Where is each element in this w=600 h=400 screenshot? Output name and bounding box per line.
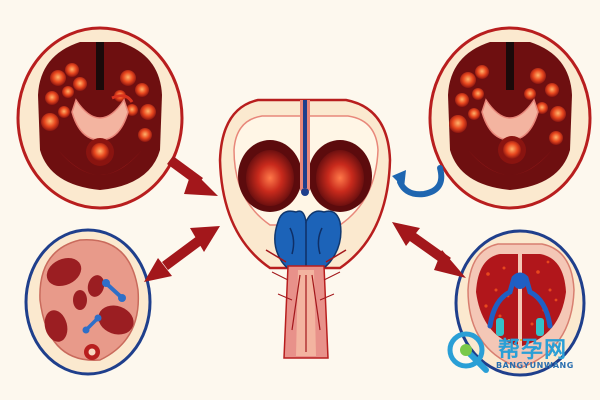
arrow-center-bottomleft (144, 226, 220, 282)
blue-dumbbell-icon (102, 279, 126, 302)
center-panel (218, 98, 392, 359)
cell-4 (73, 290, 87, 310)
speckle-texture (484, 260, 558, 326)
bottom-left-panel (24, 228, 152, 376)
watermark-logo-icon (447, 331, 489, 373)
follicle-cluster-left (41, 63, 156, 142)
vaginal-canal (265, 249, 347, 359)
watermark: 帮孕网 BANGYUNWANG (446, 330, 596, 380)
right-uterine-lobe (308, 140, 372, 212)
bottom-right-panel (454, 229, 586, 377)
arrow-center-bottomright (392, 222, 466, 278)
top-right-panel (428, 26, 592, 210)
watermark-text: 帮孕网 (498, 338, 568, 363)
top-left-panel (16, 26, 184, 210)
cell-3 (44, 310, 68, 342)
cell-2 (98, 305, 134, 335)
follicle-cluster-right (449, 65, 566, 145)
cell-5 (87, 275, 105, 297)
central-canal (303, 100, 307, 188)
left-uterine-lobe (238, 140, 302, 212)
curved-blue-arrow-icon (392, 165, 445, 198)
blue-dumbbell-small-icon (82, 314, 102, 334)
watermark-subtext: BANGYUNWANG (496, 361, 574, 370)
arrow-topleft-to-center (167, 155, 218, 196)
cell-1 (46, 257, 82, 287)
